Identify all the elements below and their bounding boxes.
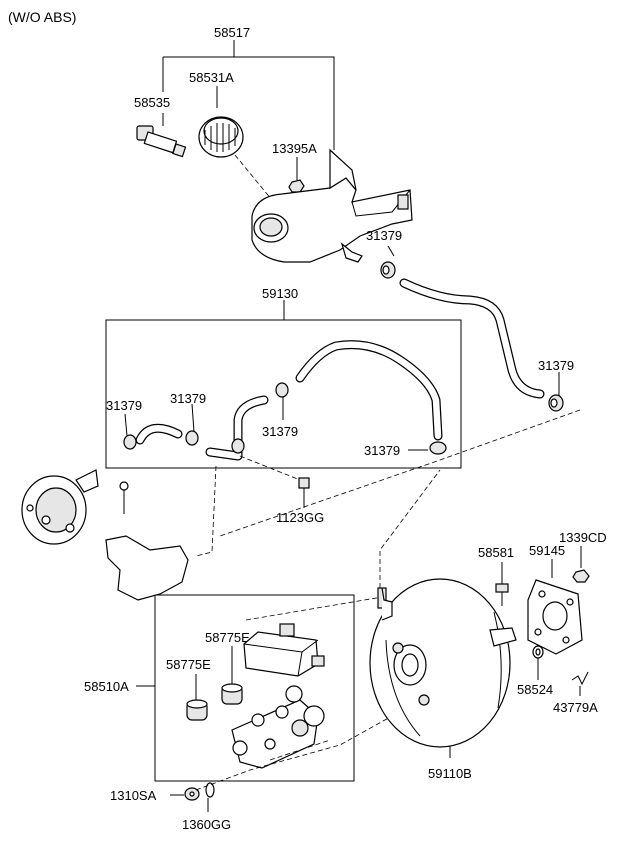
- label-58581[interactable]: 58581: [478, 545, 514, 560]
- clamp-31379-left[interactable]: [123, 434, 137, 450]
- label-59110b[interactable]: 59110B: [428, 766, 472, 781]
- master-cylinder-frame: [154, 594, 355, 782]
- brake-booster-59110b[interactable]: [369, 578, 517, 748]
- label-13395a[interactable]: 13395A: [272, 141, 317, 156]
- label-58775e-a[interactable]: 58775E: [205, 630, 250, 645]
- label-58510a[interactable]: 58510A: [84, 679, 129, 694]
- label-31379-left[interactable]: 31379: [106, 398, 142, 413]
- label-31379-center[interactable]: 31379: [262, 424, 298, 439]
- reservoir-group: 58517 58531A 58535 13395A: [134, 25, 545, 399]
- clamp-31379-lower[interactable]: [429, 441, 447, 455]
- label-59130[interactable]: 59130: [262, 286, 298, 301]
- diagram-title: (W/O ABS): [8, 9, 76, 25]
- label-58531a[interactable]: 58531A: [189, 70, 234, 85]
- nut-13395a[interactable]: [288, 179, 305, 193]
- label-58517[interactable]: 58517: [214, 25, 250, 40]
- mounting-bracket[interactable]: [105, 481, 189, 601]
- level-sensor-58535[interactable]: [136, 125, 187, 158]
- label-31379-tank[interactable]: 31379: [366, 228, 402, 243]
- hose-kit-59130: 59130 31379 31379 31379 31379: [105, 286, 462, 481]
- clamp-31379-tank[interactable]: [380, 261, 396, 279]
- label-1123gg[interactable]: 1123GG: [276, 510, 324, 525]
- label-1360gg[interactable]: 1360GG: [182, 817, 231, 832]
- reservoir-tank[interactable]: [251, 148, 413, 263]
- label-1339cd[interactable]: 1339CD: [559, 530, 607, 545]
- reservoir-cap-58531a[interactable]: [198, 116, 244, 158]
- bolt-58581[interactable]: [495, 583, 509, 606]
- bolt-1123gg[interactable]: [298, 477, 310, 500]
- hose-kit-hoses[interactable]: [135, 340, 443, 461]
- clamp-31379-right[interactable]: [548, 394, 564, 412]
- vacuum-pump[interactable]: [21, 469, 99, 545]
- master-cylinder-group: 58510A 58775E 58775E: [84, 594, 389, 782]
- label-31379-right[interactable]: 31379: [538, 358, 574, 373]
- label-43779a[interactable]: 43779A: [553, 700, 598, 715]
- washer-58524[interactable]: [532, 645, 544, 659]
- grommet-58775e-a[interactable]: [221, 683, 243, 705]
- nut-1339cd[interactable]: [572, 569, 590, 583]
- label-31379-lower[interactable]: 31379: [364, 443, 400, 458]
- label-1310sa[interactable]: 1310SA: [110, 788, 157, 803]
- clamp-31379-center[interactable]: [275, 382, 289, 398]
- master-cylinder-reservoir[interactable]: [243, 623, 325, 677]
- master-cylinder-body[interactable]: [231, 685, 325, 769]
- label-58535[interactable]: 58535: [134, 95, 170, 110]
- reservoir-return-hose[interactable]: [399, 278, 545, 399]
- clamp-31379-mid[interactable]: [185, 430, 245, 454]
- clip-43779a[interactable]: [571, 671, 589, 686]
- hose-kit-frame: [105, 319, 462, 469]
- label-31379-mid[interactable]: 31379: [170, 391, 206, 406]
- grommet-58775e-b[interactable]: [186, 699, 208, 721]
- label-58524[interactable]: 58524: [517, 682, 553, 697]
- nut-1310sa[interactable]: [184, 787, 200, 801]
- label-59145[interactable]: 59145: [529, 543, 565, 558]
- gasket-59145[interactable]: [527, 579, 583, 655]
- label-58775e-b[interactable]: 58775E: [166, 657, 211, 672]
- seal-1360gg[interactable]: [205, 782, 215, 798]
